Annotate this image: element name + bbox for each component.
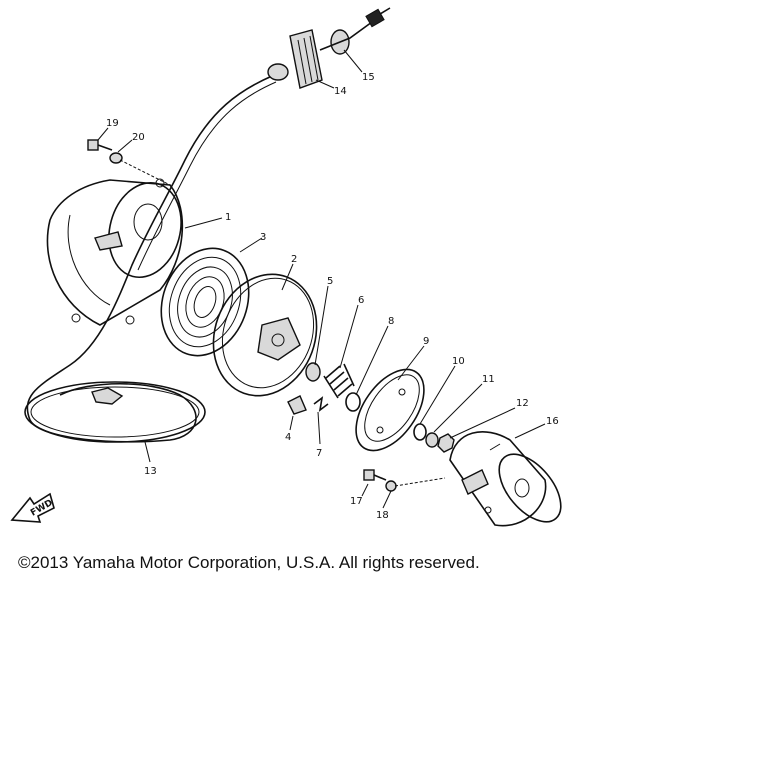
callout-4: 4 (285, 432, 291, 443)
part-3-recoil-spring (160, 247, 250, 357)
callout-11: 11 (482, 374, 495, 385)
part-4-pawl (287, 395, 307, 415)
fwd-arrow-icon: FWD (10, 492, 55, 523)
callout-18: 18 (376, 510, 389, 521)
callout-12: 12 (516, 398, 529, 409)
part-11-washer (425, 432, 439, 448)
callout-15: 15 (362, 72, 375, 83)
exploded-parts-diagram: 1 2 3 4 5 6 7 8 9 10 11 12 13 14 15 16 1… (10, 7, 562, 527)
part-20-washer (109, 152, 123, 164)
callout-14: 14 (334, 86, 347, 97)
callout-13: 13 (144, 466, 157, 477)
callout-7: 7 (316, 448, 322, 459)
part-7-spring (313, 396, 329, 412)
part-14-handle (267, 29, 323, 89)
part-19-bolt (87, 139, 113, 151)
part-2-pulley (212, 273, 318, 397)
callout-1: 1 (225, 212, 231, 223)
part-10-washer (413, 423, 427, 441)
callout-3: 3 (260, 232, 266, 243)
part-12-nut (437, 433, 455, 453)
callout-20: 20 (132, 132, 145, 143)
callout-16: 16 (546, 416, 559, 427)
part-8-circlip (345, 392, 361, 412)
part-5-washer (305, 362, 321, 382)
part-9-drive-plate (355, 368, 425, 452)
part-1-starter-housing (46, 178, 184, 326)
part-16-starter-cup (449, 431, 562, 527)
callout-2: 2 (291, 254, 297, 265)
callout-10: 10 (452, 356, 465, 367)
part-13-grip (91, 387, 124, 405)
part-18-washer (385, 480, 397, 492)
copyright-notice: ©2013 Yamaha Motor Corporation, U.S.A. A… (18, 553, 480, 572)
part-13-rope-loop (24, 381, 206, 443)
callout-19: 19 (106, 118, 119, 129)
part-17-bolt (363, 469, 387, 481)
callout-8: 8 (388, 316, 394, 327)
cable-end-fitting (365, 8, 385, 28)
callout-5: 5 (327, 276, 333, 287)
callout-6: 6 (358, 295, 364, 306)
part-6-spring (323, 363, 355, 399)
callout-9: 9 (423, 336, 429, 347)
callout-17: 17 (350, 496, 363, 507)
